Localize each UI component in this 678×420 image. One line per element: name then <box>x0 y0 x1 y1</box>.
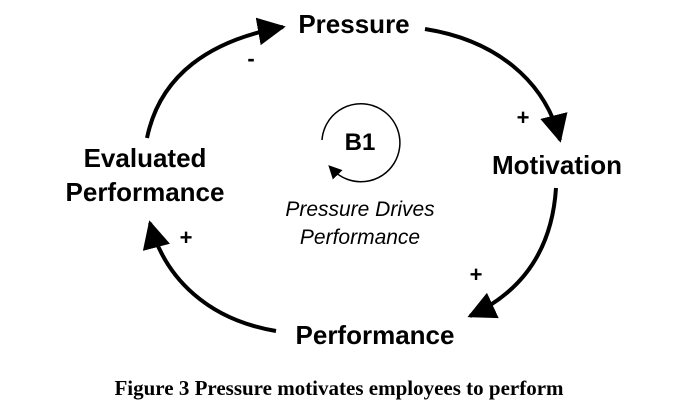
link-evaluated-to-pressure <box>145 17 286 139</box>
polarity-sign-performance-evaluated: + <box>180 225 193 250</box>
link-pressure-to-motivation <box>424 27 568 143</box>
node-motivation: Motivation <box>492 150 622 180</box>
link-performance-to-evaluated <box>142 220 277 333</box>
node-performance: Performance <box>296 320 455 350</box>
node-evaluated-performance-line2: Performance <box>66 177 225 207</box>
node-pressure: Pressure <box>298 9 409 39</box>
polarity-sign-motivation-performance: + <box>470 262 483 287</box>
polarity-sign-pressure-motivation: + <box>517 105 530 130</box>
loop-id: B1 <box>345 129 376 156</box>
link-motivation-to-performance <box>467 187 558 319</box>
polarity-sign-evaluated-pressure: - <box>247 46 254 71</box>
node-evaluated-performance-line1: Evaluated <box>84 143 207 173</box>
loop-circle-arrow-icon <box>321 103 401 183</box>
loop-name-line1: Pressure Drives <box>285 198 435 221</box>
figure-caption: Figure 3 Pressure motivates employees to… <box>114 376 564 400</box>
loop-name-line2: Performance <box>300 226 420 249</box>
